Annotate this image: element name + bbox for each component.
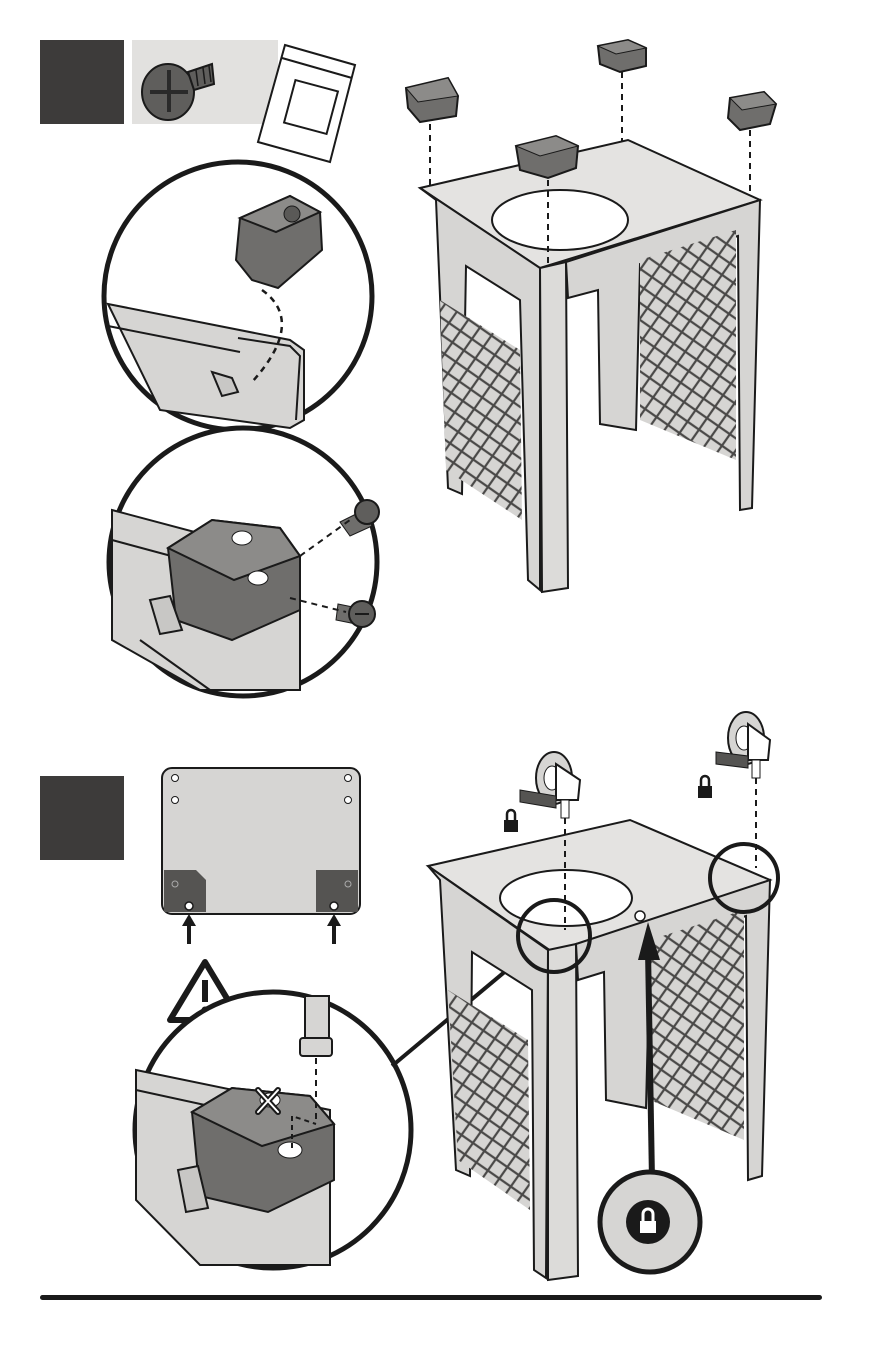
- stand-step-2: [428, 712, 778, 1280]
- foot-cap-insert-detail: [104, 162, 372, 430]
- locking-caster-icon: [716, 712, 770, 778]
- foot-cap-2: [598, 40, 646, 72]
- caster-socket-warning-detail: [135, 992, 411, 1268]
- lock-icon: [504, 810, 518, 832]
- foot-cap-screw-detail: [109, 428, 379, 696]
- foot-cap-1: [406, 78, 458, 122]
- stand-step-1: [406, 40, 776, 592]
- arrow-up-icon: [327, 914, 341, 944]
- page-bottom-rule: [40, 1295, 822, 1300]
- base-footprint-diagram: [162, 768, 360, 944]
- hardware-panel: [132, 40, 355, 162]
- foot-cap-3: [728, 92, 776, 130]
- lock-icon: [698, 776, 712, 798]
- caster-icon: [520, 752, 580, 818]
- arrow-up-icon: [182, 914, 196, 944]
- caster-stem: [300, 996, 332, 1056]
